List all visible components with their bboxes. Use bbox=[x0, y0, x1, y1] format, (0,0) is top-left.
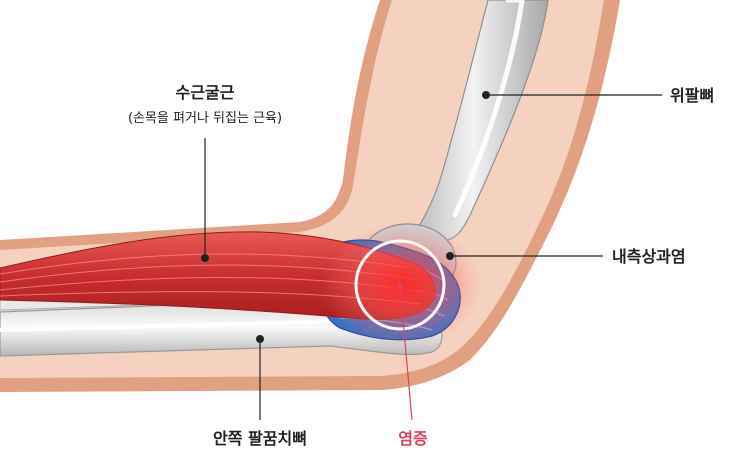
epicondylitis-label: 내측상과염 bbox=[612, 247, 686, 266]
forearm-bone-pointer-dot bbox=[256, 335, 264, 343]
inflammation-label: 염증 bbox=[398, 429, 428, 448]
muscle-subtitle-label: (손목을 펴거나 뒤집는 근육) bbox=[128, 111, 282, 126]
humerus-pointer-dot bbox=[482, 91, 490, 99]
muscle-pointer-dot bbox=[201, 254, 209, 262]
epicondylitis-pointer-dot bbox=[446, 252, 454, 260]
forearm-bone-label: 안쪽 팔꿈치뼈 bbox=[213, 429, 307, 448]
inflammation-pointer-dot bbox=[397, 283, 404, 290]
muscle-title-label: 수근굴근 bbox=[176, 83, 235, 102]
humerus-label: 위팔뼈 bbox=[670, 86, 714, 105]
